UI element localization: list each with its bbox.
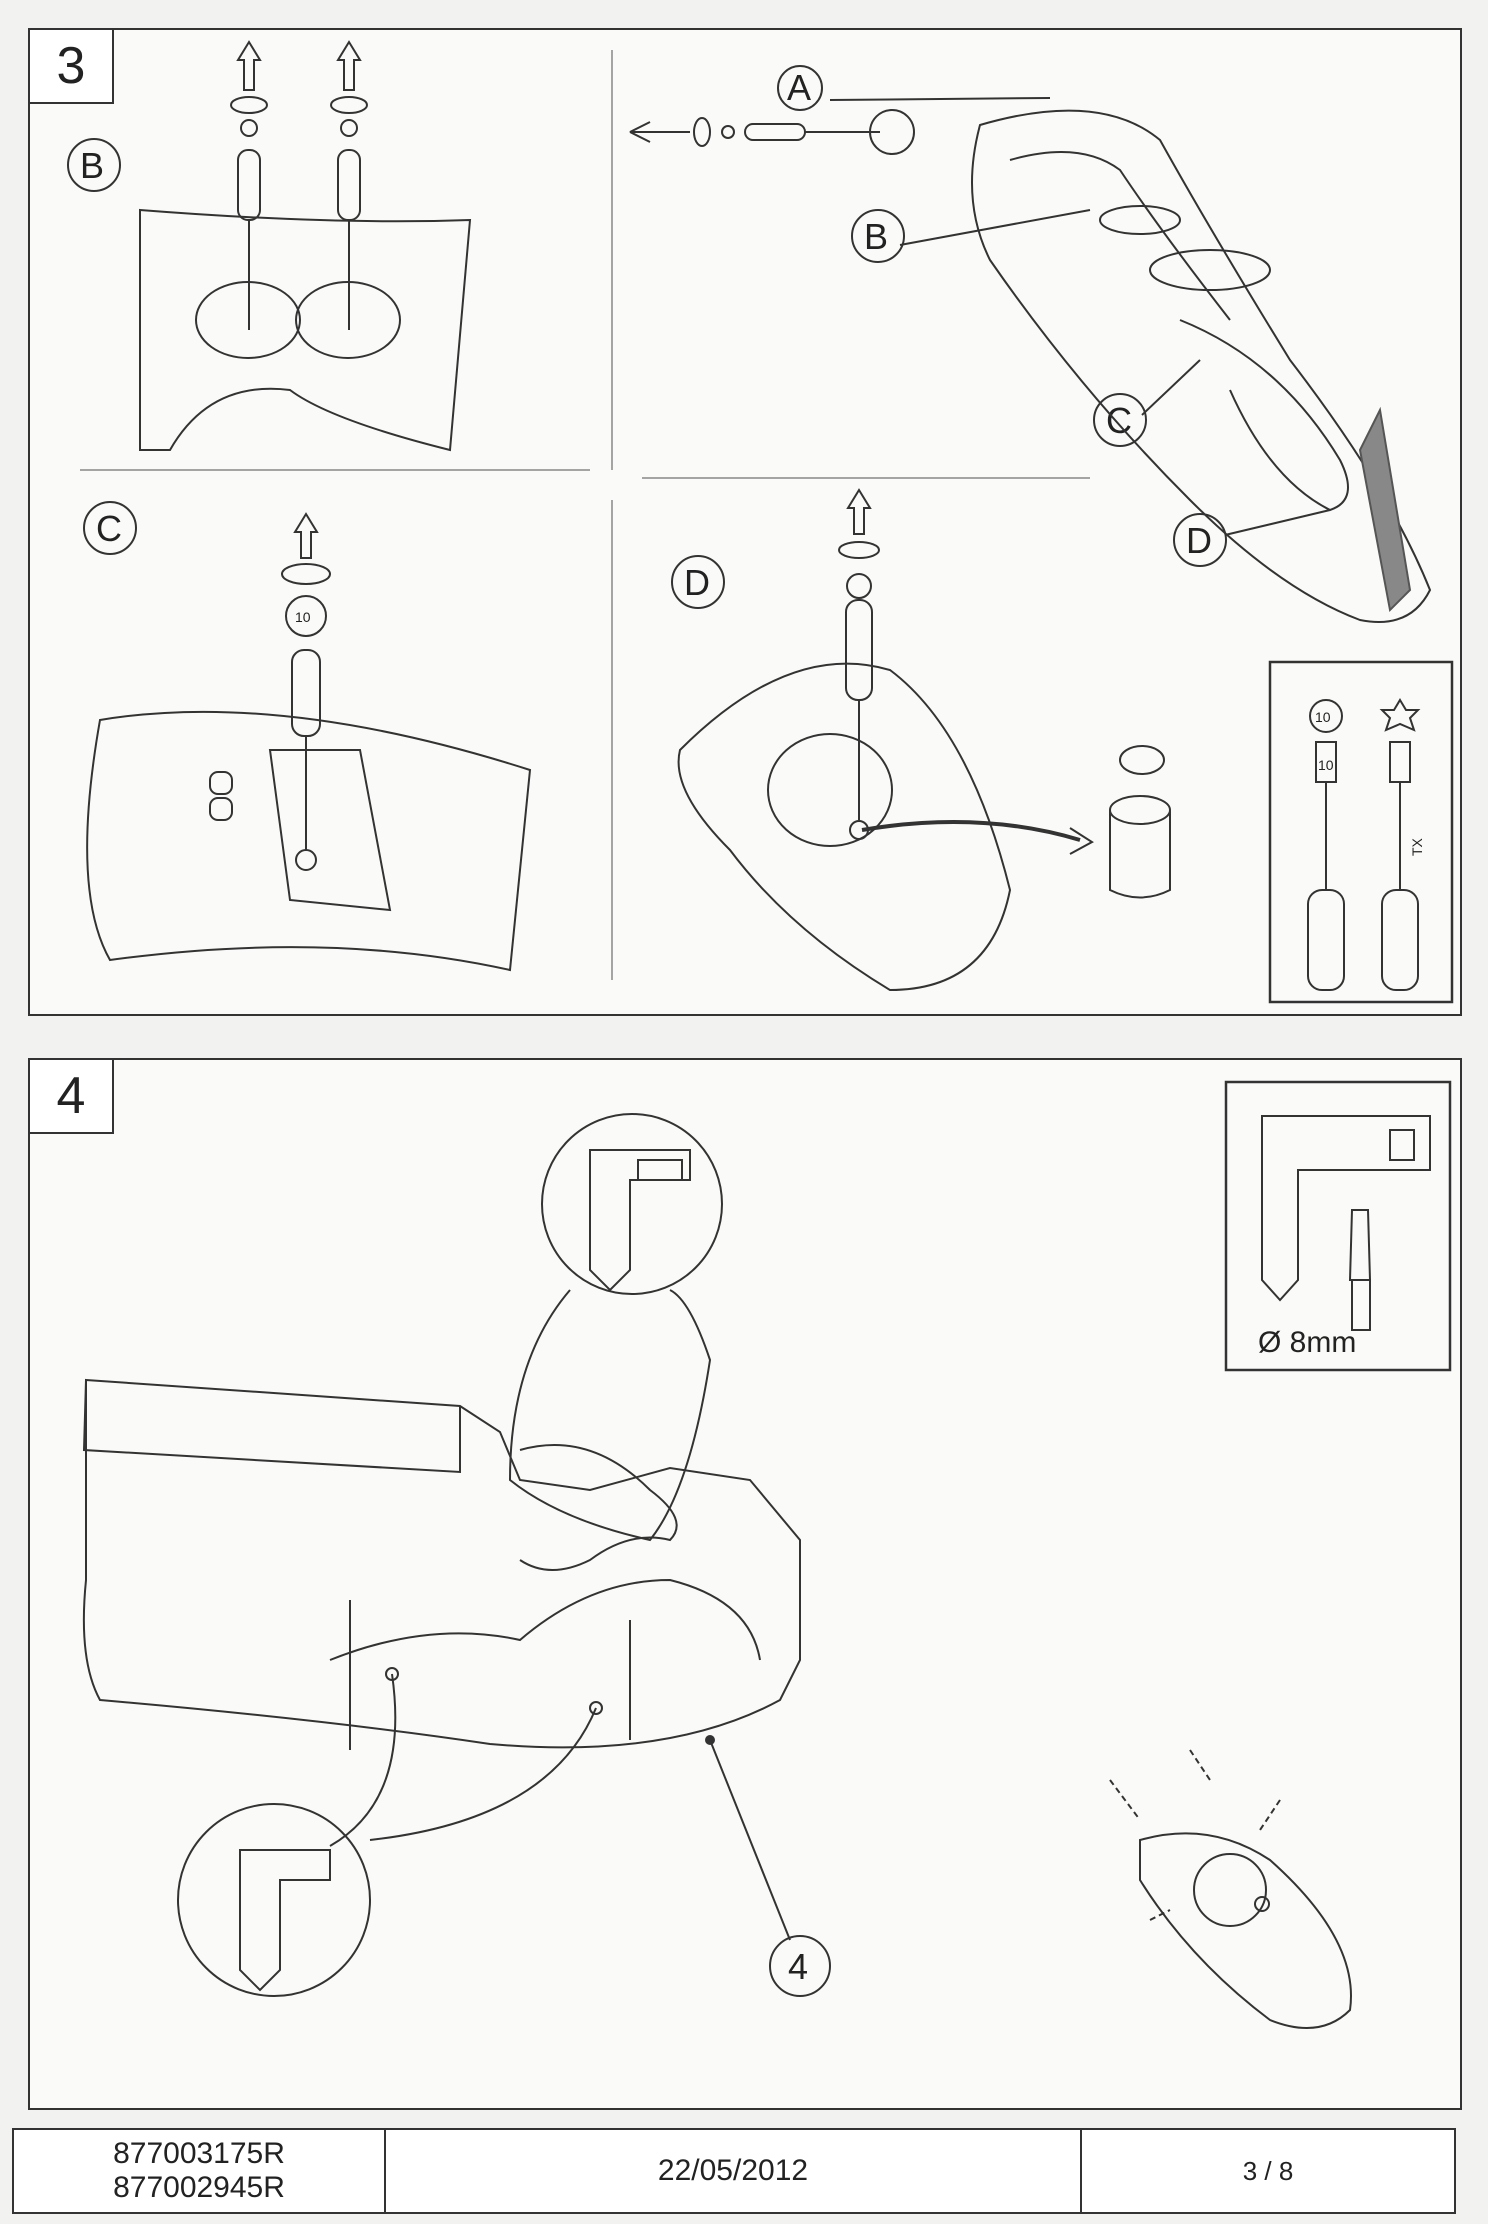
step-3-panel: 3 B A — [28, 28, 1462, 1016]
part-reference-2: 877002945R — [113, 2171, 285, 2204]
drill-diameter-label: Ø 8mm — [1258, 1326, 1356, 1359]
tool-size-10-label: 10 — [1318, 757, 1334, 773]
step-4-illustration: 4 Ø 8mm — [82, 1080, 1452, 2029]
top-clip-magnifier — [508, 1113, 723, 1542]
detail-b-drawing: B — [67, 40, 472, 452]
tool-tx-label: TX — [1409, 837, 1425, 856]
part-callout-label: 4 — [788, 1946, 808, 1987]
step-number: 3 — [30, 30, 114, 104]
overview-label-b: B — [864, 216, 888, 257]
detail-d-label: D — [684, 562, 710, 603]
bottom-clip-magnifier — [177, 1673, 597, 1997]
part-reference-1: 877003175R — [113, 2137, 285, 2170]
detail-c-drawing: C 10 — [83, 501, 532, 972]
step-number: 4 — [30, 1060, 114, 1134]
detail-d-drawing: D — [671, 488, 1171, 992]
console-body: 4 — [82, 1378, 831, 1997]
tool-socket-label: 10 — [1315, 709, 1331, 725]
page-cell: 3 / 8 — [1082, 2130, 1454, 2212]
overview-label-d: D — [1186, 520, 1212, 561]
tools-inset: 10 10 TX — [1268, 660, 1454, 1004]
footer-title-block: 877003175R 877002945R 22/05/2012 3 / 8 — [12, 2128, 1456, 2214]
detail-c-label: C — [96, 508, 122, 549]
date-cell: 22/05/2012 — [386, 2130, 1082, 2212]
socket-10-label: 10 — [295, 609, 311, 625]
console-top-view — [1109, 1749, 1352, 2029]
document-date: 22/05/2012 — [657, 2154, 809, 2187]
reference-cell: 877003175R 877002945R — [14, 2130, 386, 2212]
page-number: 3 / 8 — [1242, 2155, 1294, 2186]
step-4-panel: 4 4 — [28, 1058, 1462, 2110]
overview-drawing: A B C D — [629, 65, 1432, 623]
drill-inset: Ø 8mm — [1224, 1080, 1452, 1372]
detail-b-label: B — [80, 145, 104, 186]
step-3-illustration: B A B C D — [67, 40, 1454, 1004]
overview-label-a: A — [787, 67, 811, 108]
